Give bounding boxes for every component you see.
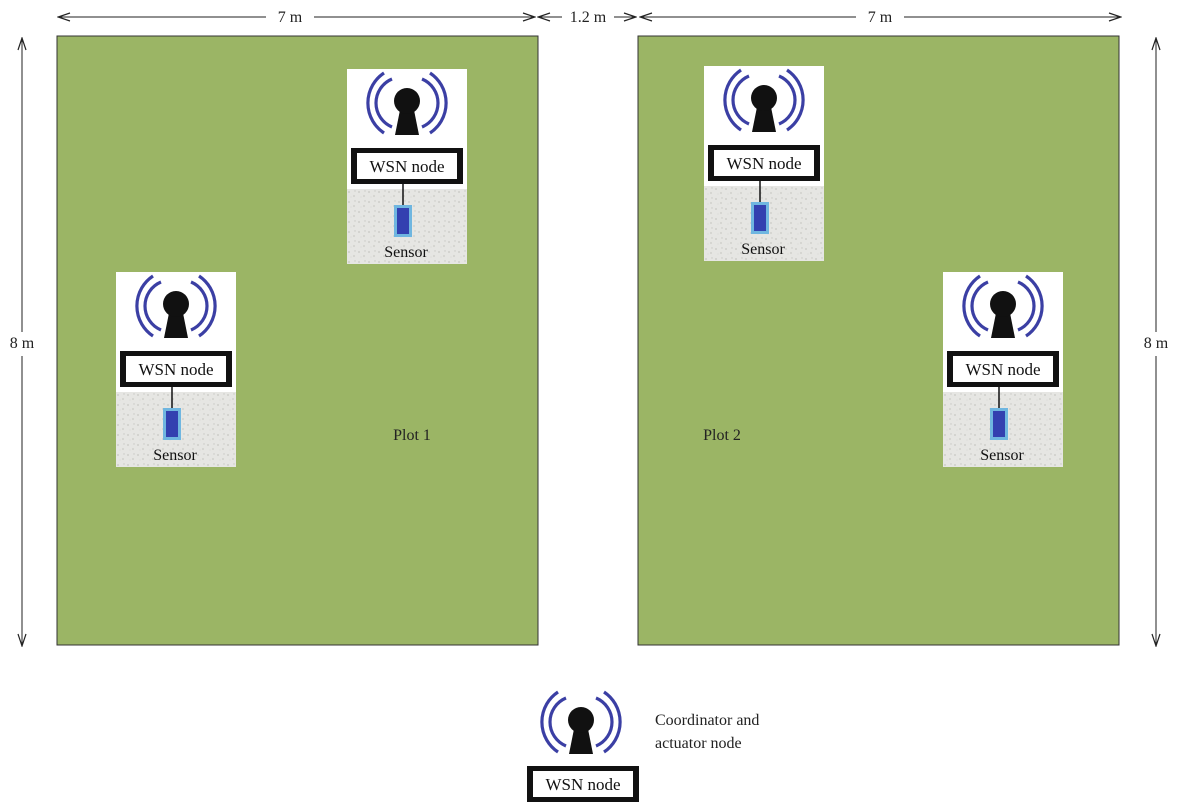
wsn-sensor-node-3: WSN node Sensor <box>704 66 824 261</box>
dimension-gap: 1.2 m <box>538 9 636 26</box>
coordinator-wsn-node-label: WSN node <box>545 775 620 794</box>
top-right-width-label: 7 m <box>868 9 893 26</box>
wsn-node-label: WSN node <box>138 360 213 379</box>
wsn-node-label: WSN node <box>726 154 801 173</box>
sensor-label: Sensor <box>153 447 197 464</box>
coordinator-caption-line-2: actuator node <box>655 735 742 752</box>
dimension-left-height: 8 m <box>10 38 35 646</box>
wsn-sensor-node-1: WSN node Sensor <box>347 69 467 264</box>
left-height-label: 8 m <box>10 335 35 352</box>
plot-2-label: Plot 2 <box>703 427 741 444</box>
right-height-label: 8 m <box>1144 335 1169 352</box>
dimension-top-right: 7 m <box>640 9 1121 26</box>
wsn-sensor-node-4: WSN node Sensor <box>943 272 1063 467</box>
dimension-right-height: 8 m <box>1144 38 1169 646</box>
sensor-label: Sensor <box>384 244 428 261</box>
plot-1-label: Plot 1 <box>393 427 431 444</box>
wsn-node-label: WSN node <box>965 360 1040 379</box>
coordinator-caption-line-1: Coordinator and <box>655 712 759 729</box>
gap-width-label: 1.2 m <box>570 9 607 26</box>
sensor-label: Sensor <box>741 241 785 258</box>
wsn-sensor-node-2: WSN node Sensor <box>116 272 236 467</box>
coordinator-node: WSN node <box>527 690 639 802</box>
wsn-node-label: WSN node <box>369 157 444 176</box>
antenna-icon <box>540 690 622 756</box>
sensor-label: Sensor <box>980 447 1024 464</box>
dimension-top-left: 7 m <box>58 9 535 26</box>
top-left-width-label: 7 m <box>278 9 303 26</box>
